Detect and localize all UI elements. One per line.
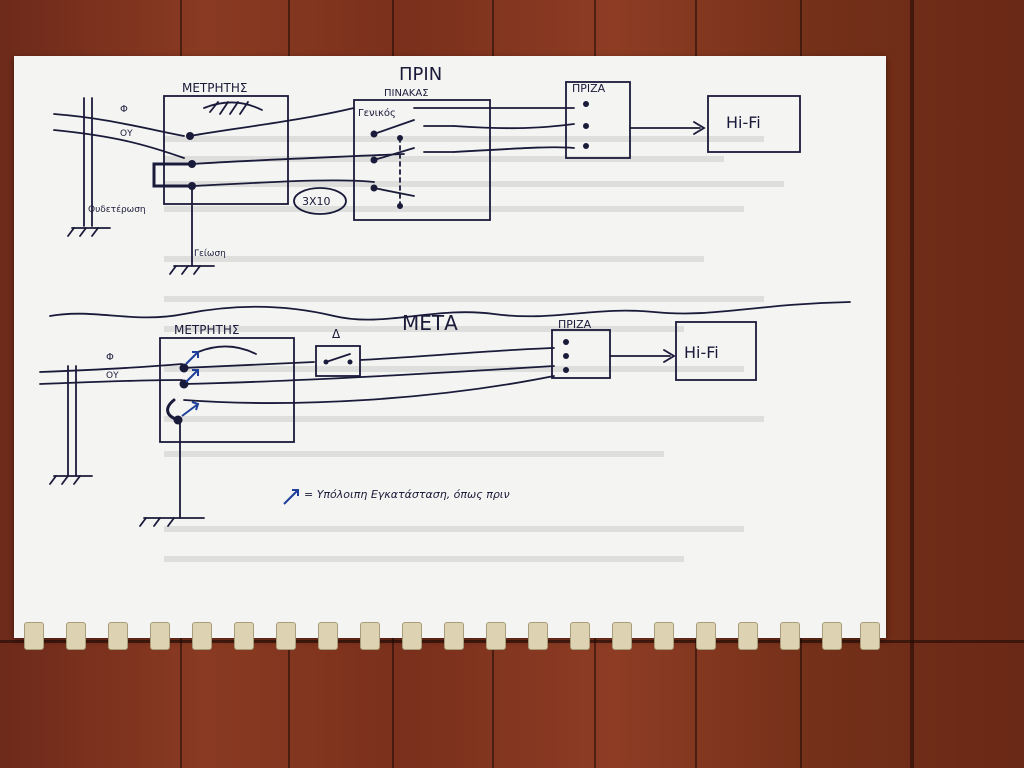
binder-ring [150, 622, 170, 650]
binder-ring [108, 622, 128, 650]
hifi-box-before [707, 95, 801, 153]
meter-label-after: ΜΕΤΡΗΤΗΣ [174, 323, 239, 337]
binder-ring [528, 622, 548, 650]
binder-ring [402, 622, 422, 650]
binder-ring [360, 622, 380, 650]
panel-label-before: ΠΙΝΑΚΑΣ [384, 88, 429, 99]
switch-label-after: Δ [332, 327, 341, 341]
outlet-label-after: ΠΡΙΖΑ [558, 318, 592, 331]
pointer-arrows [181, 351, 299, 505]
outlet-box-before [565, 81, 631, 159]
binder-ring [24, 622, 44, 650]
main-switch-label: Γενικός [358, 107, 396, 119]
hifi-label-after: Hi-Fi [684, 343, 719, 362]
hifi-box-after [675, 321, 757, 381]
binder-ring [654, 622, 674, 650]
binder-ring [318, 622, 338, 650]
binder-ring [486, 622, 506, 650]
binder-ring [780, 622, 800, 650]
binder-ring [696, 622, 716, 650]
panel-box-before [353, 99, 491, 221]
meter-box-after [159, 337, 295, 443]
meter-box-before [163, 95, 289, 205]
binder-ring [234, 622, 254, 650]
cable-label-ring [293, 187, 347, 215]
cable-label: 3X10 [302, 195, 331, 208]
bleed-through-text [164, 136, 784, 562]
legend-text: = Υπόλοιπη Εγκατάσταση, όπως πριν [304, 488, 510, 501]
neutral-ground-label: Ουδετέρωση [88, 204, 146, 215]
notebook-page: ΜΕΤΡΗΤΗΣ ΠΡΙΝ ΠΙΝΑΚΑΣ Γενικός ΠΡΙΖΑ Hi-F… [14, 56, 886, 650]
binder-ring [860, 622, 880, 650]
outlet-label-before: ΠΡΙΖΑ [572, 82, 606, 95]
section-title-before: ΠΡΙΝ [399, 64, 442, 85]
phase-label-after: Φ [106, 352, 114, 363]
neutral-label-before: ΟΥ [120, 129, 133, 139]
switch-box-after [315, 345, 361, 377]
binder-ring [66, 622, 86, 650]
wiring-sketch: ΜΕΤΡΗΤΗΣ ΠΡΙΝ ΠΙΝΑΚΑΣ Γενικός ΠΡΙΖΑ Hi-F… [39, 64, 851, 562]
binder-ring [612, 622, 632, 650]
section-divider [49, 301, 851, 321]
binder-ring [738, 622, 758, 650]
binder-ring [570, 622, 590, 650]
ground-label: Γείωση [194, 249, 226, 259]
phase-label-before: Φ [120, 104, 128, 115]
section-title-after: ΜΕΤΑ [402, 311, 458, 335]
outlet-box-after [551, 329, 611, 379]
meter-label-before: ΜΕΤΡΗΤΗΣ [182, 81, 247, 95]
binder-ring [192, 622, 212, 650]
binder-ring [444, 622, 464, 650]
hifi-label-before: Hi-Fi [726, 113, 761, 132]
binder-ring [276, 622, 296, 650]
neutral-label-after: ΟΥ [106, 371, 119, 381]
binder-ring [822, 622, 842, 650]
